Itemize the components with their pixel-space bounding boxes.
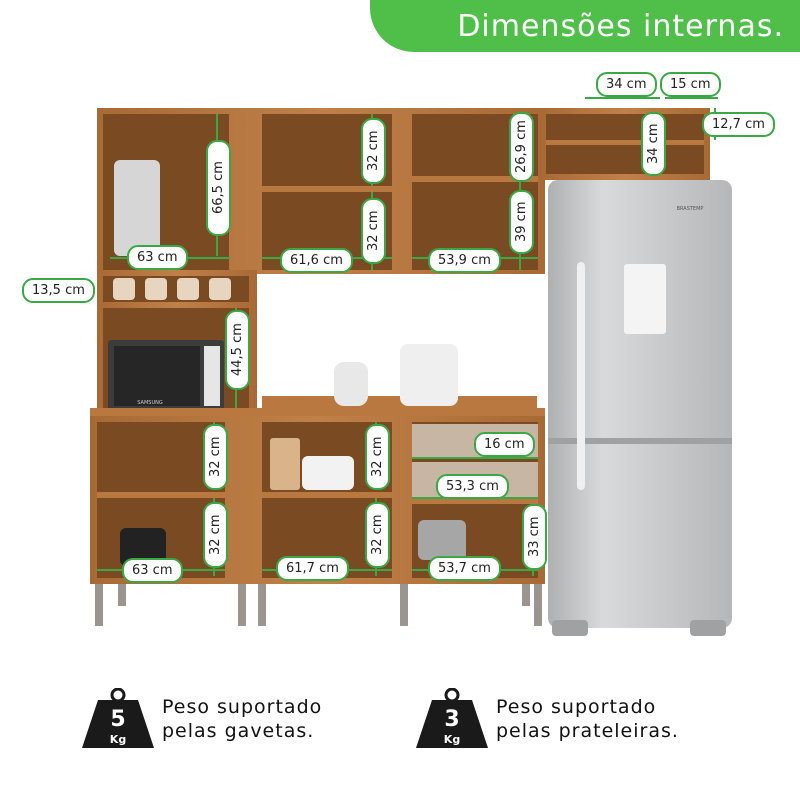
microwave-brand: SAMSUNG [137, 400, 163, 406]
fridge-brand: BRASTEMP [677, 206, 704, 212]
dim-over-fridge-small-height: 12,7 cm [702, 112, 775, 137]
dim-bottom-left-height: 32 cm [203, 424, 228, 490]
weight-drawers-line2: pelas gavetas. [162, 720, 315, 742]
weight-icon: 5 Kg [82, 688, 154, 748]
dim-top-left-height: 66,5 cm [206, 140, 231, 236]
dim-niche-height: 13,5 cm [22, 278, 95, 303]
dim-bottom-right-width: 53,7 cm [428, 556, 501, 581]
dim-bottom-mid-height: 32 cm [365, 424, 390, 490]
banner-title: Dimensões internas. [457, 9, 784, 44]
dim-bottom-right-height: 33 cm [522, 504, 547, 570]
dim-bottom-mid-width: 61,7 cm [276, 556, 349, 581]
counter-appliances [114, 160, 458, 406]
weight-value: 3 [444, 707, 459, 732]
weight-unit: Kg [444, 733, 460, 746]
dim-bottom-left-height-2: 32 cm [203, 502, 228, 568]
dim-top-right-height: 26,9 cm [509, 112, 534, 182]
dim-bottom-left-width: 63 cm [122, 558, 183, 583]
left-tower: SAMSUNG [97, 270, 257, 420]
weight-icon: 3 Kg [416, 688, 488, 748]
dim-top-mid-width: 61,6 cm [280, 248, 353, 273]
dim-top-left-width: 63 cm [127, 245, 188, 270]
countertop [90, 408, 545, 416]
cabinet-legs [95, 582, 542, 626]
dim-bottom-mid-height-2: 32 cm [365, 502, 390, 568]
dim-top-mid-height: 32 cm [361, 118, 386, 184]
weight-drawers-line1: Peso suportado [162, 696, 323, 718]
dim-drawer-width: 53,3 cm [436, 474, 509, 499]
weight-shelves-line1: Peso suportado [496, 696, 657, 718]
dim-micro-height: 44,5 cm [225, 310, 250, 390]
dim-over-fridge-width: 34 cm [596, 72, 657, 97]
dim-over-fridge-depth: 15 cm [660, 72, 721, 97]
header-banner: Dimensões internas. [370, 0, 800, 52]
weight-shelves-line2: pelas prateleiras. [496, 720, 679, 742]
dim-drawer-height: 16 cm [474, 432, 535, 457]
dim-top-mid-height-2: 32 cm [361, 198, 386, 264]
dim-top-right-height-2: 39 cm [509, 190, 534, 254]
dim-top-right-width: 53,9 cm [428, 248, 501, 273]
weight-unit: Kg [110, 733, 126, 746]
weight-shelves: 3 Kg Peso suportado pelas prateleiras. [414, 688, 679, 750]
dim-over-fridge-height: 34 cm [641, 112, 666, 176]
refrigerator: BRASTEMP [548, 180, 732, 636]
weight-value: 5 [110, 707, 125, 732]
weight-drawers: 5 Kg Peso suportado pelas gavetas. [80, 688, 322, 750]
